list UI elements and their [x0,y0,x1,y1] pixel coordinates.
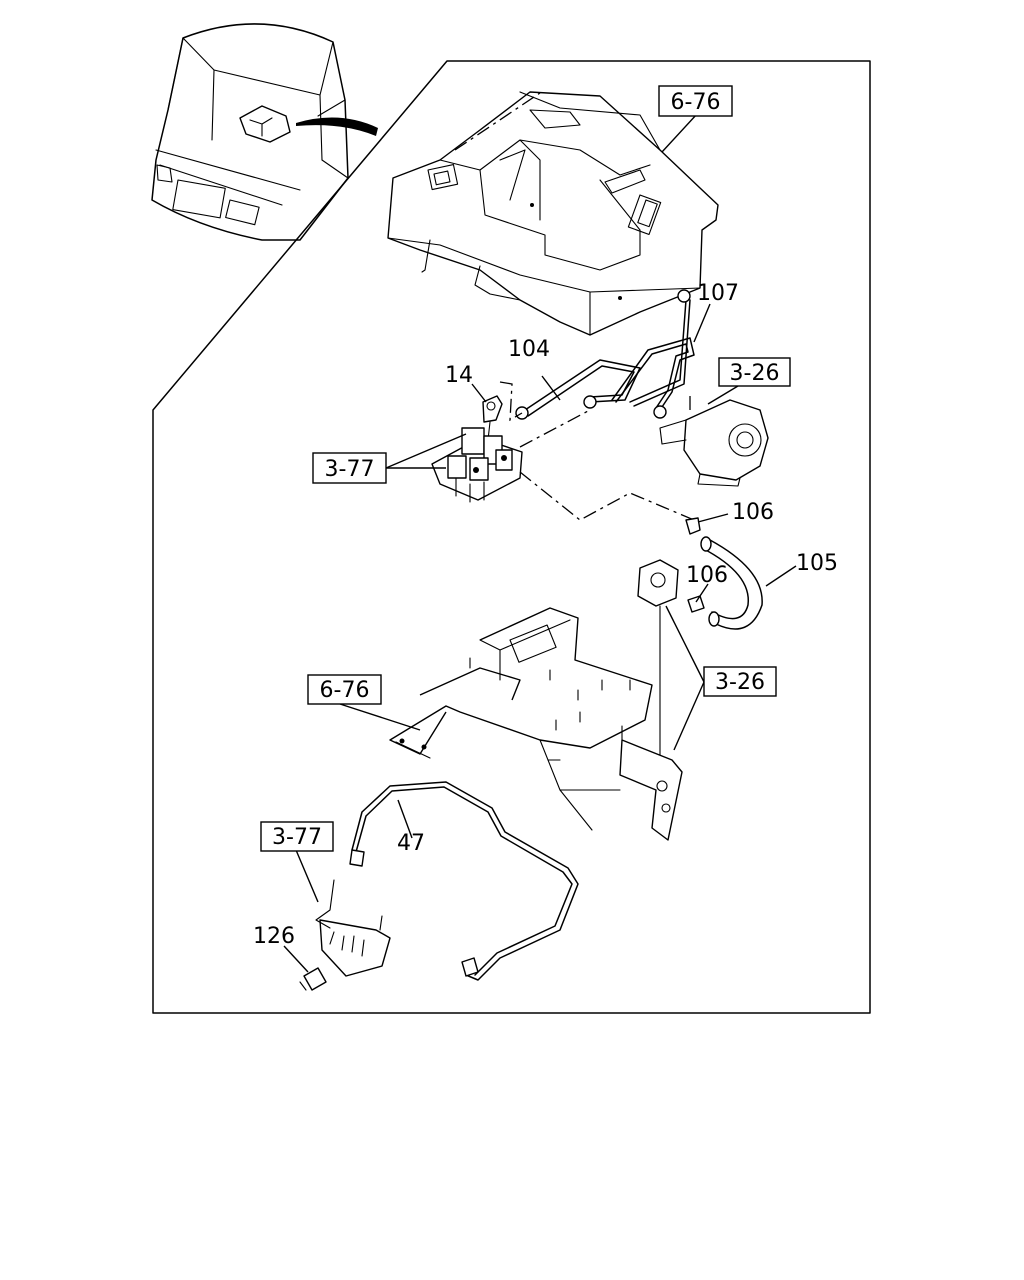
valve-assembly-illustration [431,409,695,521]
callout-text: 3-77 [325,457,375,482]
callout-6-76-top: 6-76 [658,85,733,117]
callout-text: 3-77 [272,825,322,850]
hose-105-illustration [685,517,763,630]
part-number-14: 14 [445,363,473,388]
valve-manifold-illustration [299,879,391,991]
callout-3-26-mid: 3-26 [703,666,777,697]
callout-text: 3-26 [715,670,765,695]
callout-3-77-bottom: 3-77 [260,821,334,852]
valve-14-illustration [482,395,503,441]
pipe-assembly-illustration [499,289,695,422]
callout-text: 6-76 [671,90,721,115]
pipe-47-illustration [349,781,579,981]
cab-overview-illustration [151,23,378,241]
part-number-47: 47 [397,831,425,856]
callout-6-76-mid: 6-76 [307,674,382,705]
callout-text: 3-26 [730,361,780,386]
engine-cover-illustration [387,91,719,336]
part-number-104: 104 [508,337,550,362]
leader-lines [283,113,797,973]
part-number-126: 126 [253,924,295,949]
part-number-107: 107 [697,281,739,306]
part-number-106-a: 106 [732,500,774,525]
callout-3-26-top: 3-26 [718,357,791,387]
part-number-106-b: 106 [686,563,728,588]
diagram-frame [152,60,871,1014]
location-arrow [296,117,378,136]
bracket-assembly-illustration [389,607,683,841]
compressor-illustration [659,396,769,487]
callout-text: 6-76 [320,678,370,703]
valve-block-illustration [637,559,679,761]
callout-3-77-top: 3-77 [312,452,387,484]
part-number-105: 105 [796,551,838,576]
